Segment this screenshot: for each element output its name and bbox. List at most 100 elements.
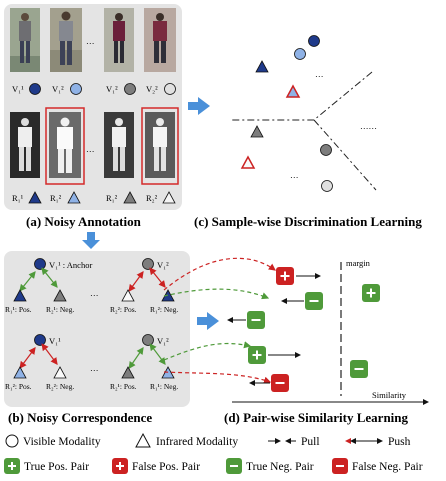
legend-triangle-icon xyxy=(135,432,151,448)
b-label-r12-pos: R₁²: Pos. xyxy=(5,382,32,391)
photo-visible-2 xyxy=(50,8,82,72)
legend-visible: Visible Modality xyxy=(23,436,101,448)
caption-d: (d) Pair-wise Similarity Learning xyxy=(224,410,409,425)
panel-c: … …… … xyxy=(232,35,377,192)
decision-boundary xyxy=(232,71,373,121)
similarity-label: Similarity xyxy=(372,390,407,400)
photo-infrared-1 xyxy=(10,112,40,178)
b-push-4 xyxy=(149,343,166,365)
c-circle-lightgray xyxy=(321,180,333,192)
b-tri-white-2 xyxy=(121,289,135,302)
legend-false-neg-icon xyxy=(332,458,348,474)
b-anchor-label: V₁¹ : Anchor xyxy=(49,260,92,270)
label-r12b: R₁² xyxy=(106,193,118,203)
legend-circle-icon xyxy=(5,434,19,448)
photo-visible-3 xyxy=(104,8,134,72)
flow-arrow-a-to-b xyxy=(82,232,100,249)
b-v12-bottom-label: V₁² xyxy=(157,336,169,346)
legend-true-neg-icon xyxy=(226,458,242,474)
flow-arrow-a-to-c xyxy=(188,97,210,115)
pair-true-pos-1 xyxy=(362,284,380,302)
label-v22: V₂² xyxy=(146,84,158,94)
b-push-2 xyxy=(149,267,166,288)
b-label-r11-neg: R₁¹: Neg. xyxy=(150,382,178,391)
pair-true-neg-1 xyxy=(281,292,323,310)
panel-b: V₁¹ : Anchor R₁¹: Pos. R₂¹: Neg. … V₁² R… xyxy=(4,251,190,407)
visible-marker-3 xyxy=(124,83,136,95)
b-push-3 xyxy=(41,343,58,365)
label-r11: R₁¹ xyxy=(12,193,24,203)
caption-c: (c) Sample-wise Discrimination Learning xyxy=(194,214,422,229)
c-circle-navy xyxy=(308,35,320,47)
infrared-marker-2 xyxy=(67,191,81,204)
b-tri-gray-4 xyxy=(121,366,135,379)
infrared-marker-3 xyxy=(123,191,137,204)
photo-infrared-4 xyxy=(141,107,179,185)
caption-b: (b) Noisy Correspondence xyxy=(8,410,152,425)
c-circle-gray xyxy=(320,144,332,156)
b-push-1 xyxy=(41,267,58,288)
photo-visible-1 xyxy=(10,8,40,72)
b-tri-lightblue-3 xyxy=(13,366,27,379)
legend-false-pos: False Pos. Pair xyxy=(132,461,200,473)
photo-infrared-3 xyxy=(104,112,134,178)
legend-push: Push xyxy=(388,436,411,448)
label-v12b: V₁² xyxy=(106,84,118,94)
connector-green-2 xyxy=(163,341,252,361)
b-v12-top-label: V₁² xyxy=(157,260,169,270)
b-ellipsis-top: … xyxy=(90,288,99,298)
photo-infrared-2 xyxy=(45,107,85,185)
legend-push-icon xyxy=(345,438,383,444)
c-tri-lightblue-red xyxy=(285,84,301,98)
b-v11-bottom xyxy=(34,334,46,346)
legend: Visible Modality Infrared Modality Pull … xyxy=(4,432,423,474)
pair-false-pos-1 xyxy=(276,267,321,285)
visible-marker-2 xyxy=(70,83,82,95)
infrared-photos xyxy=(10,107,179,185)
legend-pull: Pull xyxy=(301,436,320,448)
b-label-r21-pos: R₂¹: Pos. xyxy=(110,382,137,391)
b-pull-1 xyxy=(19,271,36,292)
panel-a-background xyxy=(4,4,182,210)
b-label-r21-neg: R₂¹: Neg. xyxy=(46,305,74,314)
b-label-r11-pos: R₁¹: Pos. xyxy=(5,305,32,314)
visible-photos xyxy=(10,8,176,72)
b-label-r12-neg: R₁²: Neg. xyxy=(150,305,178,314)
b-pull-4 xyxy=(128,347,144,369)
flow-arrow-b-to-d xyxy=(197,312,219,330)
connector-red-1 xyxy=(163,257,276,291)
panel-a: … V₁¹ V₁² V₁² V₂² xyxy=(4,4,182,210)
label-v11: V₁¹ xyxy=(12,84,24,94)
decision-boundary-lower xyxy=(313,119,377,191)
pair-true-pos-2 xyxy=(248,346,301,364)
legend-true-neg: True Neg. Pair xyxy=(246,461,314,473)
panel-d: margin Similarity xyxy=(227,258,429,405)
pair-false-neg-1 xyxy=(249,374,289,392)
connector-green-1 xyxy=(163,288,270,300)
legend-true-pos: True Pos. Pair xyxy=(24,461,89,473)
legend-false-pos-icon xyxy=(112,458,128,474)
b-label-r22-pos: R₂²: Pos. xyxy=(110,305,137,314)
b-tri-navy-1 xyxy=(13,289,27,302)
connector-red-2 xyxy=(163,371,272,384)
label-v12: V₁² xyxy=(52,84,64,94)
legend-false-neg: False Neg. Pair xyxy=(352,461,423,473)
b-v12-top xyxy=(142,258,154,270)
legend-true-pos-icon xyxy=(4,458,20,474)
c-dots: …… xyxy=(360,121,377,131)
b-pull-3 xyxy=(19,347,36,369)
b-tri-gray-1 xyxy=(53,289,67,302)
b-anchor-v11 xyxy=(34,258,46,270)
b-tri-white-3 xyxy=(53,366,67,379)
c-tri-navy xyxy=(255,60,269,73)
label-r12: R₁² xyxy=(50,193,62,203)
c-ellipsis-bottom: … xyxy=(290,170,299,180)
visible-marker-4 xyxy=(164,83,176,95)
legend-infrared: Infrared Modality xyxy=(156,436,238,448)
c-circle-lightblue xyxy=(294,48,306,60)
c-tri-gray xyxy=(250,125,264,138)
c-ellipsis-top: … xyxy=(315,69,324,79)
b-label-r22-neg: R₂²: Neg. xyxy=(46,382,74,391)
visible-marker-1 xyxy=(29,83,41,95)
